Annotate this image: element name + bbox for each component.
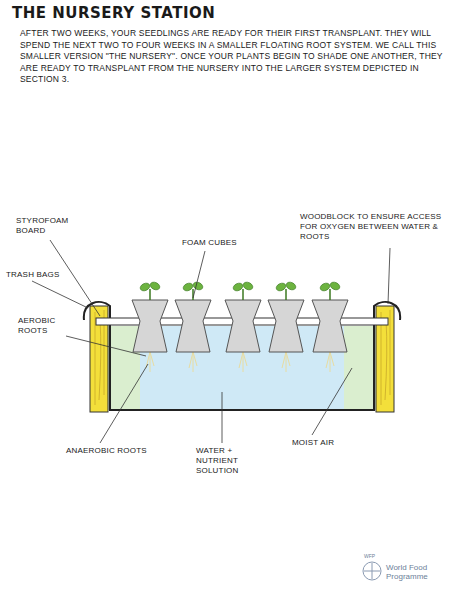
roots: [146, 352, 334, 372]
logo-text: WFP: [364, 553, 384, 559]
moist-air-zone: [108, 326, 140, 410]
part-label: ANAEROBIC ROOTS: [66, 446, 156, 456]
page-title: THE NURSERY STATION: [12, 4, 215, 22]
seedling: [139, 281, 341, 300]
part-label: WOODBLOCK TO ENSURE ACCESS FOR OXYGEN BE…: [300, 212, 450, 242]
part-label: WATER + NUTRIENT SOLUTION: [196, 446, 260, 476]
intro-note: AFTER TWO WEEKS, YOUR SEEDLINGS ARE READ…: [20, 28, 448, 86]
logo-text: World Food Programme: [386, 563, 458, 581]
part-label: FOAM CUBES: [182, 238, 242, 248]
wfp-emblem: [363, 562, 381, 580]
part-label: MOIST AIR: [292, 438, 352, 448]
leader-line: [32, 240, 390, 443]
foam-cube: [132, 300, 348, 352]
moist-air-zone: [344, 326, 376, 410]
part-label: STYROFOAM BOARD: [16, 216, 76, 236]
part-label: TRASH BAGS: [6, 270, 66, 280]
part-label: AEROBIC ROOTS: [18, 316, 66, 336]
